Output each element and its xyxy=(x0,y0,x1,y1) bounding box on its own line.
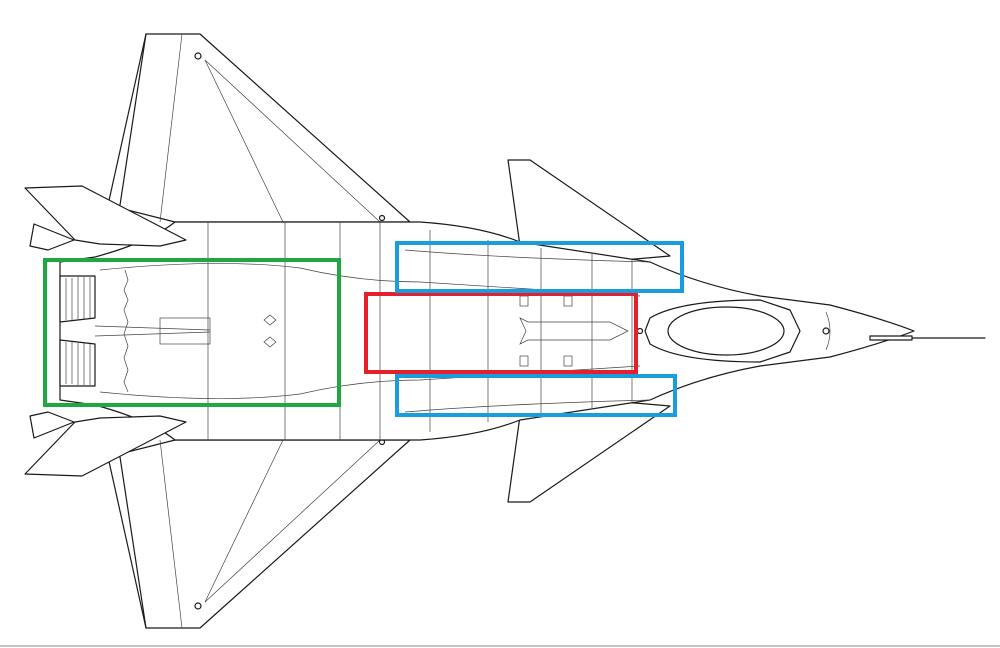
fuselage xyxy=(59,221,915,441)
lower-tail-stabilizer xyxy=(24,411,187,477)
upper-canard xyxy=(507,159,671,263)
pitot-probe xyxy=(869,335,986,341)
upper-side-bay-highlight xyxy=(395,241,684,293)
bay-door-details xyxy=(519,295,644,367)
engine-exhaust-highlight xyxy=(43,258,341,407)
cockpit-canopy xyxy=(644,299,831,363)
lower-side-bay-highlight xyxy=(395,374,677,417)
upper-tail-stabilizer xyxy=(24,185,187,251)
lower-canard xyxy=(507,399,671,503)
lower-main-wing xyxy=(107,438,411,629)
main-weapons-bay-highlight xyxy=(364,292,638,374)
upper-main-wing xyxy=(107,33,411,223)
engine-nozzles xyxy=(59,269,277,393)
